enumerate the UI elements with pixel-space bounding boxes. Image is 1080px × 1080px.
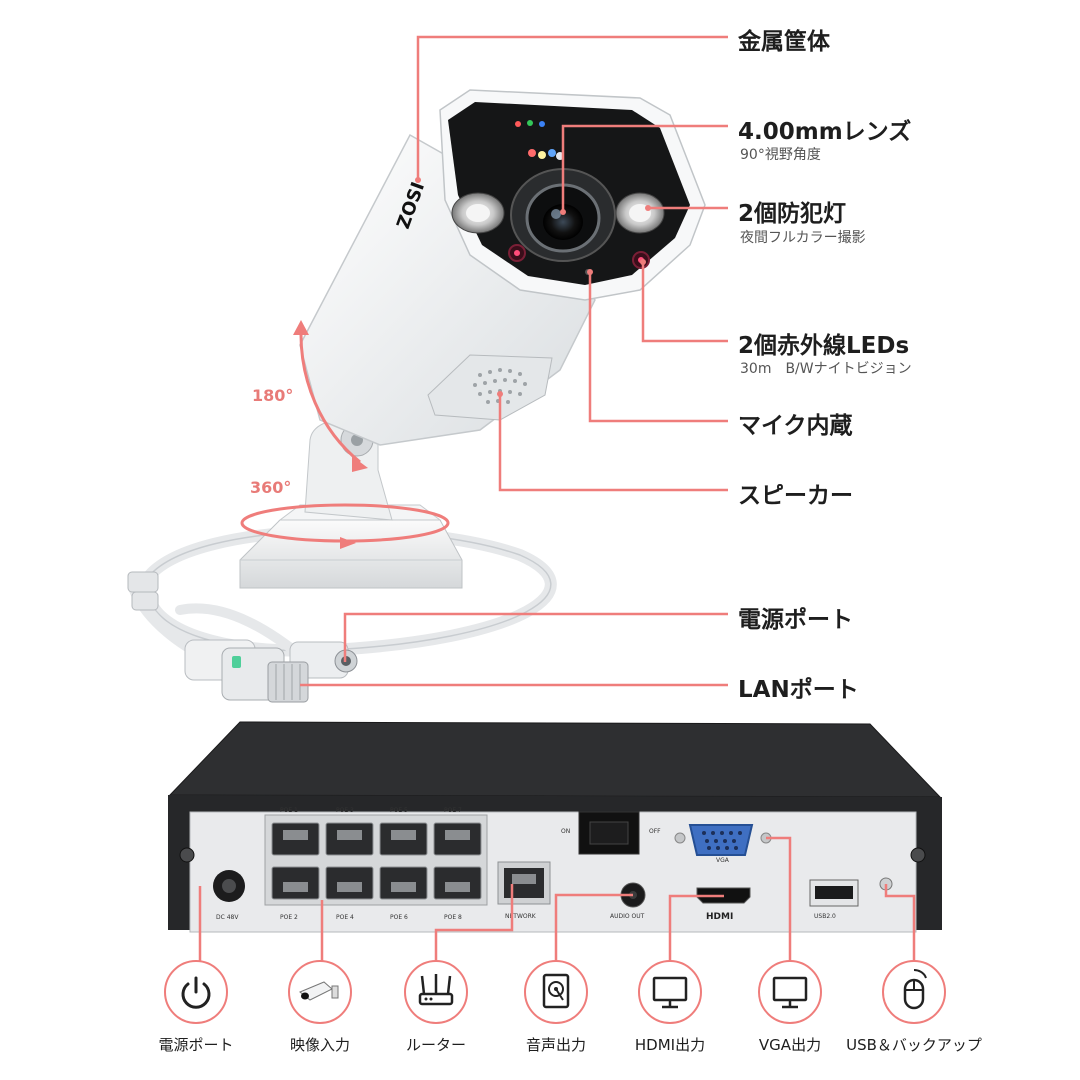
monitor-icon xyxy=(772,976,808,1009)
usb-label: USB2.0 xyxy=(814,913,836,920)
callout-spotlight: 2個防犯灯 xyxy=(738,201,847,227)
nvr-illustration: POE 1 POE 3 POE 5 POE 7 POE 2 POE 4 POE … xyxy=(168,721,942,962)
camera-base xyxy=(239,504,463,589)
router-icon xyxy=(418,974,454,1006)
poe4-label: POE 4 xyxy=(336,914,354,921)
vga-output-icon-circle xyxy=(758,960,822,1024)
port-label-vga-output: VGA出力 xyxy=(758,1036,822,1054)
network-label: NETWORK xyxy=(505,913,537,920)
usb-icon-circle xyxy=(882,960,946,1024)
dc-label: DC 48V xyxy=(216,914,239,921)
poe7-label: POE 7 xyxy=(444,807,462,814)
pan-angle-label: 360° xyxy=(250,478,292,497)
vga-label: VGA xyxy=(716,857,730,864)
port-label-power: 電源ポート xyxy=(158,1036,234,1054)
callout-mic: マイク内蔵 xyxy=(738,413,853,439)
callout-power-port: 電源ポート xyxy=(738,607,853,633)
port-label-router: ルーター xyxy=(405,1036,466,1054)
hdmi-label: HDMI xyxy=(706,912,733,922)
callout-metal-housing: 金属筐体 xyxy=(738,29,830,55)
video-input-icon-circle xyxy=(288,960,352,1024)
callout-ir-leds-sub: 30m B/Wナイトビジョン xyxy=(740,361,912,377)
power-icon xyxy=(181,976,211,1009)
callout-lens: 4.00mmレンズ xyxy=(738,119,912,145)
callout-lan-port: LANポート xyxy=(738,677,859,703)
monitor-icon xyxy=(652,976,688,1009)
poe5-label: POE 5 xyxy=(390,807,408,814)
poe8-label: POE 8 xyxy=(444,914,462,921)
poe1-label: POE 1 xyxy=(280,807,298,814)
callout-spotlight-sub: 夜間フルカラー撮影 xyxy=(740,230,866,246)
power-port-icon-circle xyxy=(164,960,228,1024)
lan-connector xyxy=(184,639,309,703)
mouse-icon xyxy=(903,969,927,1010)
audio-out-label: AUDIO OUT xyxy=(610,913,645,920)
callout-ir-leds: 2個赤外線LEDs xyxy=(738,333,910,359)
switch-off-label: OFF xyxy=(649,828,661,835)
callout-lines xyxy=(300,35,728,687)
port-label-audio-output: 音声出力 xyxy=(525,1036,586,1054)
poe2-label: POE 2 xyxy=(280,914,298,921)
audio-output-icon-circle xyxy=(524,960,588,1024)
camera-icon xyxy=(299,981,339,1001)
router-icon-circle xyxy=(404,960,468,1024)
camera-body xyxy=(299,89,706,446)
switch-on-label: ON xyxy=(561,828,570,835)
port-label-hdmi-output: HDMI出力 xyxy=(634,1036,706,1054)
cable-grips xyxy=(127,571,159,611)
poe3-label: POE 3 xyxy=(336,807,354,814)
callout-lens-sub: 90°視野角度 xyxy=(740,147,821,163)
poe6-label: POE 6 xyxy=(390,914,408,921)
tilt-angle-label: 180° xyxy=(252,386,294,405)
port-lines xyxy=(198,836,916,962)
port-label-video-input: 映像入力 xyxy=(289,1036,350,1054)
port-label-usb-backup: USB＆バックアップ xyxy=(846,1036,982,1054)
callout-dots xyxy=(415,177,651,397)
hard-drive-icon xyxy=(542,973,570,1009)
camera-illustration: ZOSI xyxy=(127,35,728,703)
arrow-heads xyxy=(293,320,368,549)
hdmi-output-icon-circle xyxy=(638,960,702,1024)
callout-speaker: スピーカー xyxy=(738,483,853,509)
